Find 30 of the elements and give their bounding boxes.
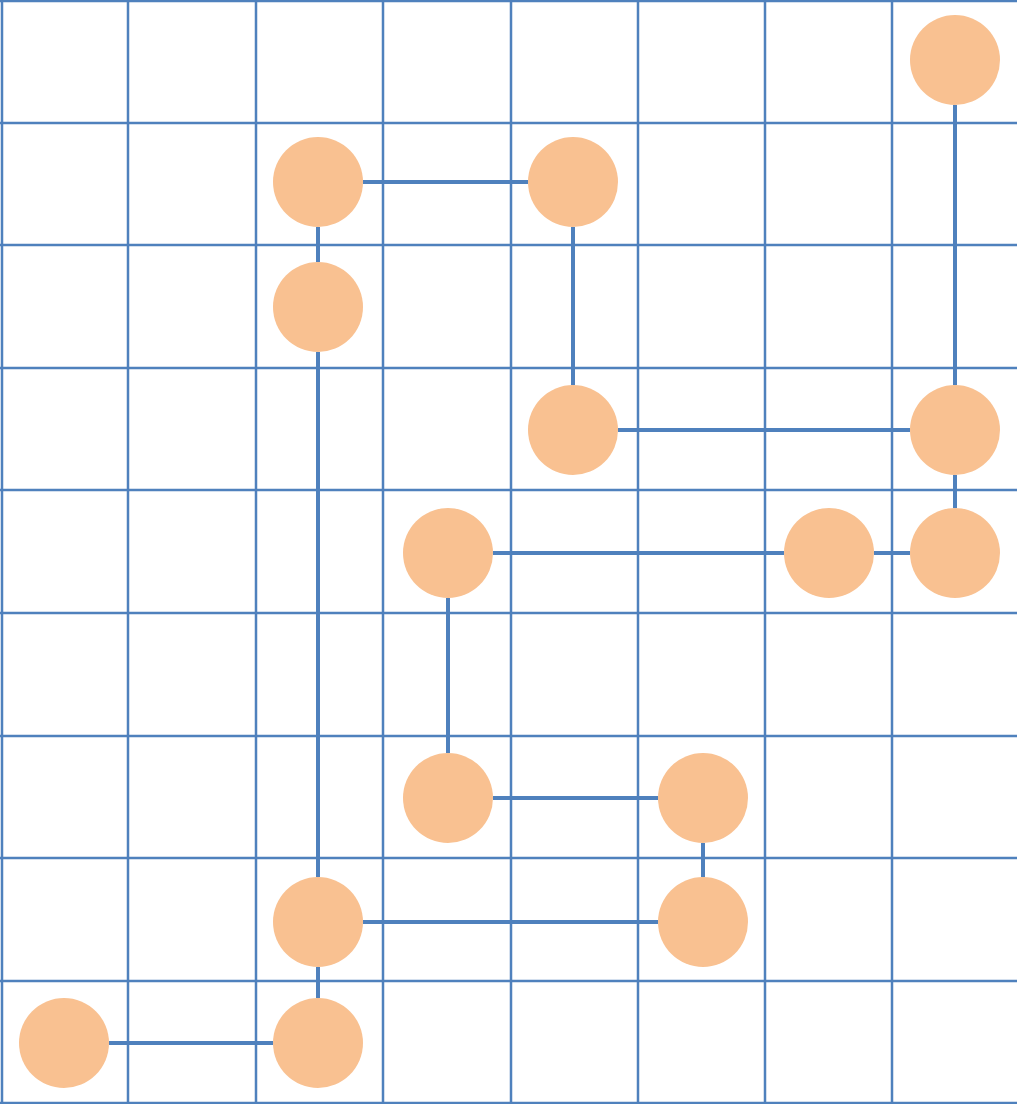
circle-node	[658, 753, 748, 843]
connector-line	[363, 180, 528, 184]
connector-line	[316, 967, 320, 998]
circle-node	[784, 508, 874, 598]
connector-line	[874, 551, 910, 555]
circle-node	[528, 385, 618, 475]
connector-line	[953, 105, 957, 385]
circle-node	[273, 262, 363, 352]
connector-line	[493, 551, 784, 555]
connector-line	[571, 227, 575, 385]
circle-node	[273, 877, 363, 967]
circle-node	[19, 998, 109, 1088]
circle-node	[403, 508, 493, 598]
connector-line	[953, 475, 957, 508]
connector-line	[316, 227, 320, 262]
connector-line	[363, 920, 658, 924]
connector-line	[316, 352, 320, 877]
circle-node	[273, 137, 363, 227]
circle-node	[528, 137, 618, 227]
circle-node	[658, 877, 748, 967]
connector-line	[446, 598, 450, 753]
connector-line	[701, 843, 705, 877]
connector-line	[493, 796, 658, 800]
circle-node	[910, 15, 1000, 105]
circle-node	[910, 508, 1000, 598]
circle-node	[403, 753, 493, 843]
circle-node	[910, 385, 1000, 475]
connector-line	[618, 428, 910, 432]
circle-node	[273, 998, 363, 1088]
connector-line	[109, 1041, 273, 1045]
